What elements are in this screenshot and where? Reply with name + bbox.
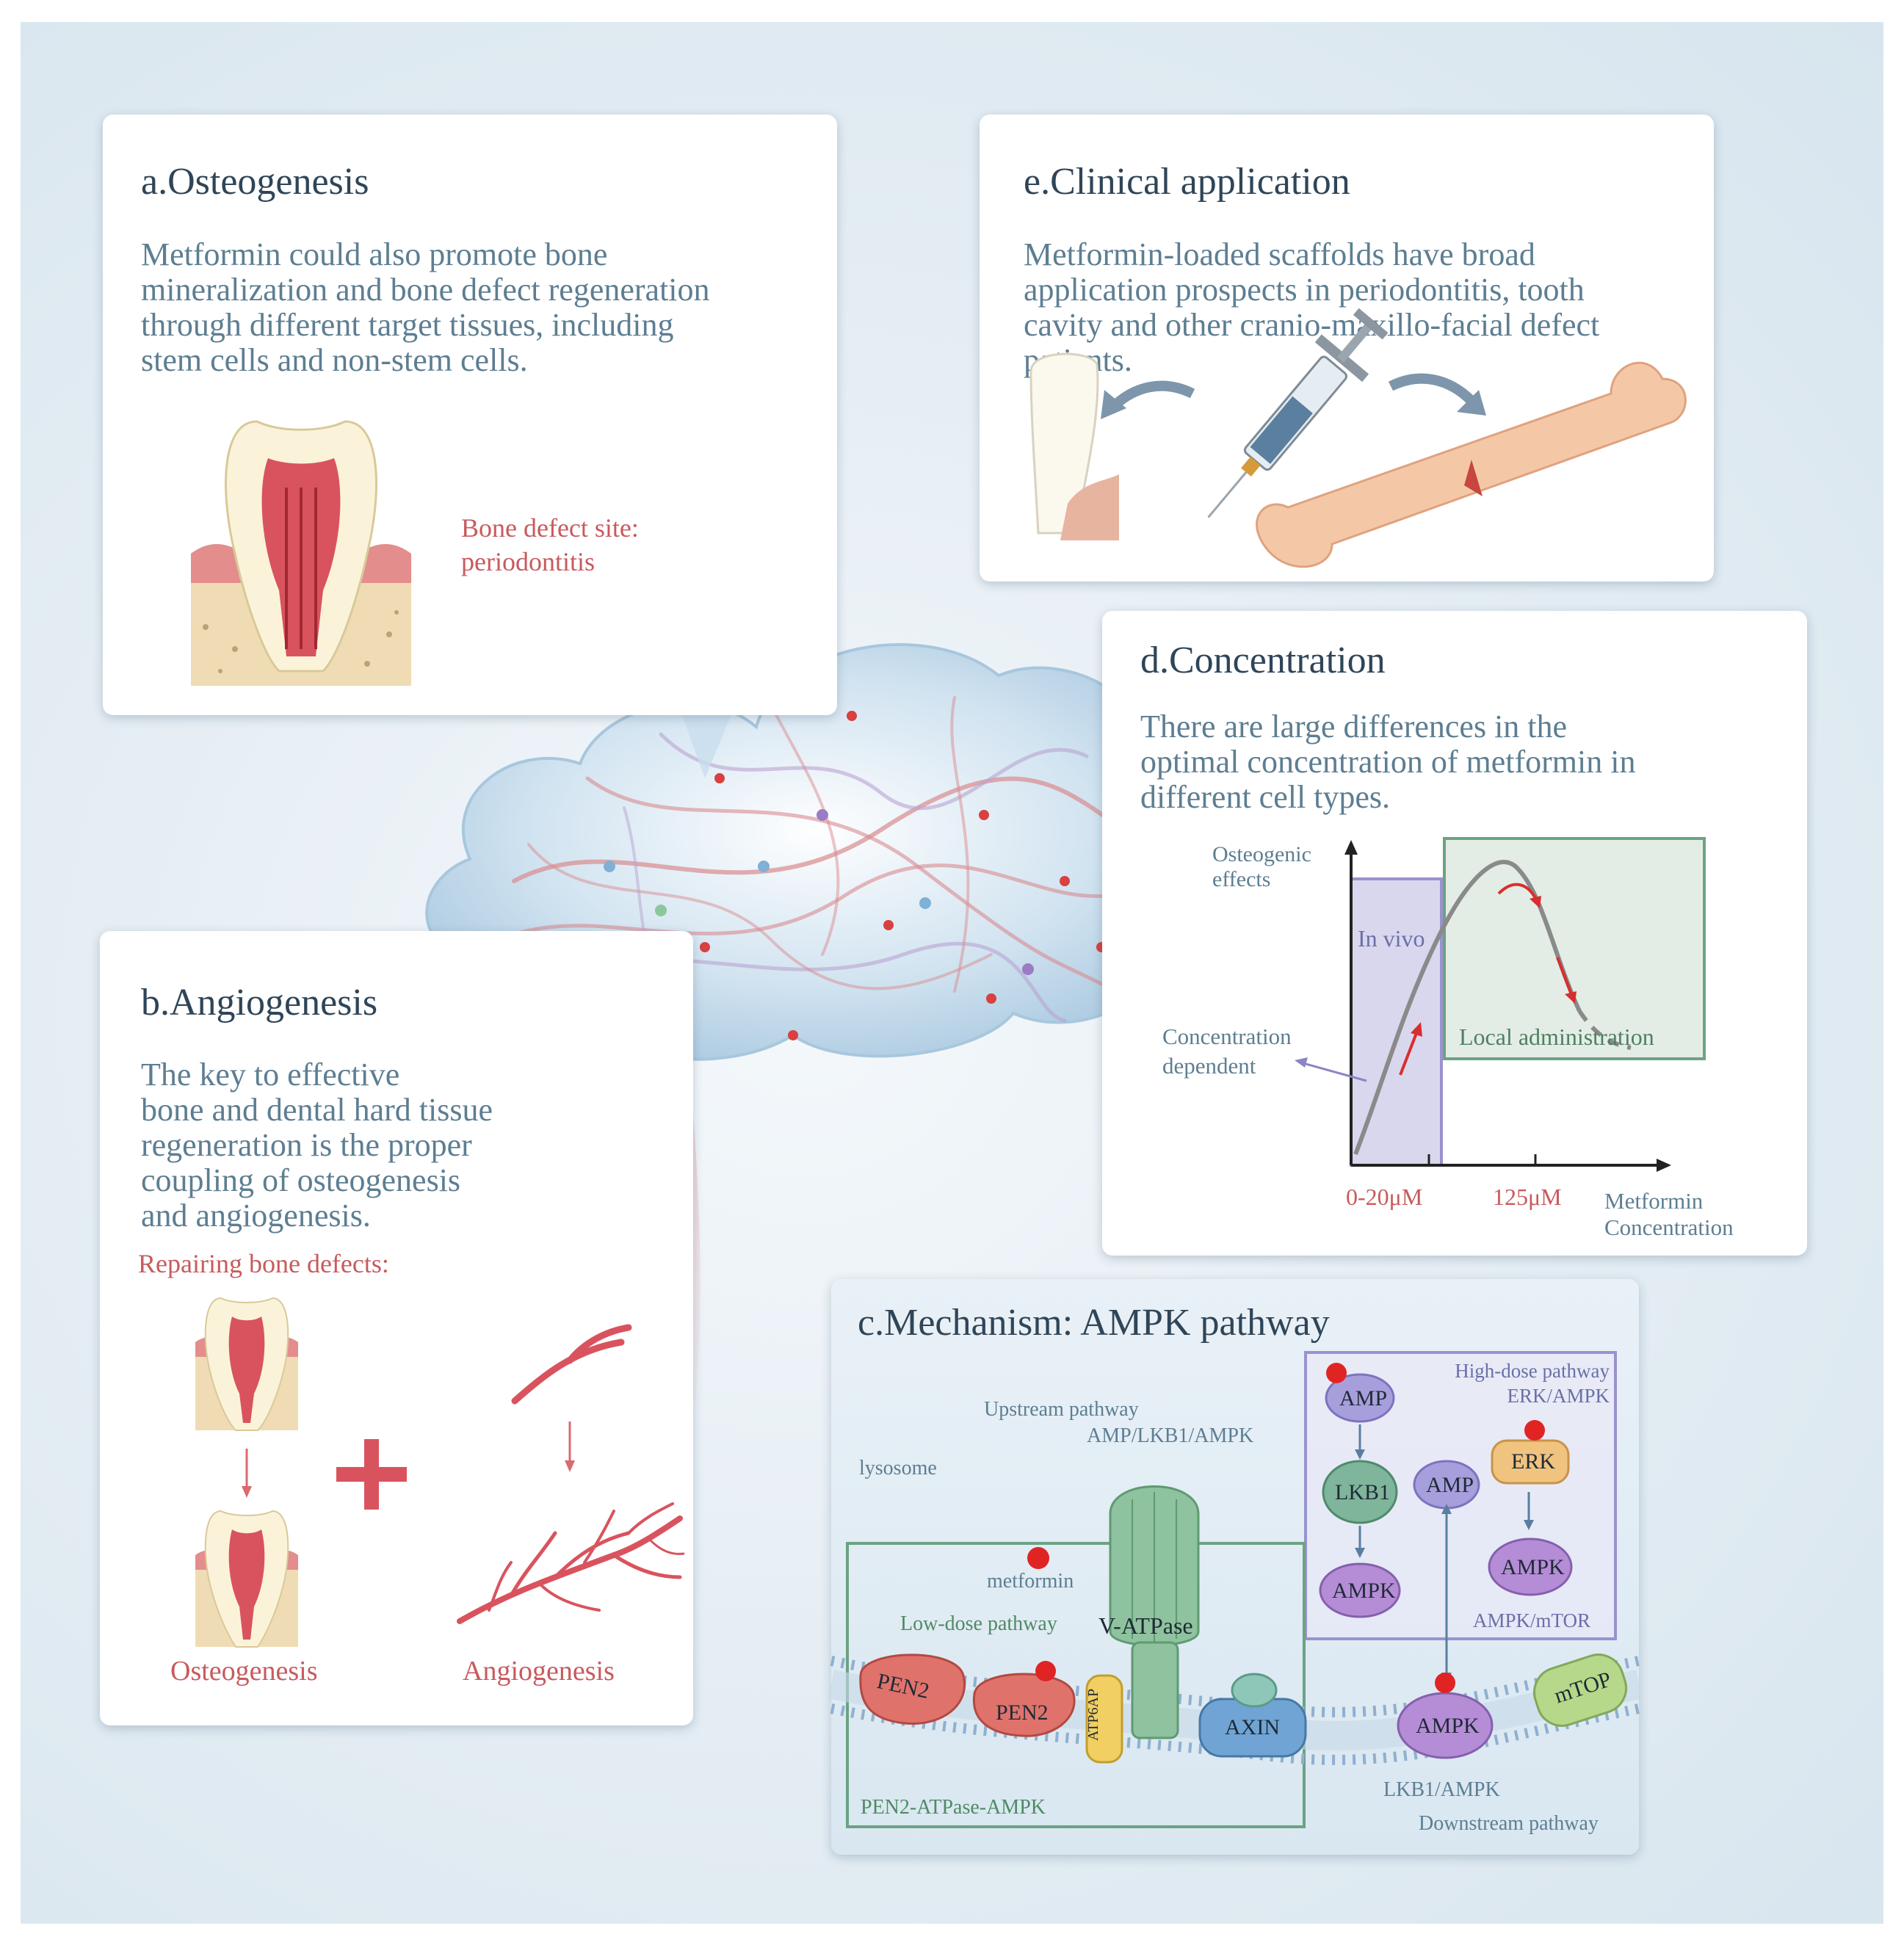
vessel-network-icon <box>457 1502 685 1624</box>
amp-label-2: AMP <box>1426 1473 1474 1497</box>
curve-decline-dashed <box>1577 1010 1632 1050</box>
x-axis-label: Metformin Concentration <box>1604 1188 1734 1240</box>
ampk-label-2: AMPK <box>1501 1555 1565 1579</box>
downstream-label: Downstream pathway <box>1419 1812 1599 1835</box>
lkb1-ampk-label: LKB1/AMPK <box>1383 1778 1500 1801</box>
panel-title: c.Mechanism: AMPK pathway <box>858 1302 1330 1344</box>
ampk-mtor-label: AMPK/mTOR <box>1473 1609 1591 1631</box>
syringe-icon <box>1207 308 1389 518</box>
tooth-illustration <box>191 420 411 686</box>
tooth-before-icon <box>195 1297 298 1431</box>
x-tick-0-20uM: 0-20μM <box>1346 1184 1423 1210</box>
plus-icon <box>336 1439 407 1510</box>
osteogenesis-label: Osteogenesis <box>170 1656 318 1687</box>
panel-title: d.Concentration <box>1140 640 1386 681</box>
panel-osteogenesis: a.Osteogenesis Metformin could also prom… <box>103 115 837 715</box>
pen2-protein-1 <box>859 1654 966 1725</box>
ampk-protein-2 <box>1488 1537 1573 1596</box>
metformin-label: metformin <box>987 1570 1074 1593</box>
ampk-membrane-label: AMPK <box>1416 1714 1480 1738</box>
bone-icon <box>1256 361 1687 568</box>
panel-title: e.Clinical application <box>1024 161 1350 203</box>
low-dose-label: Low-dose pathway <box>900 1612 1057 1635</box>
panel-clinical-application: e.Clinical application Metformin-loaded … <box>980 115 1714 582</box>
atp6ap-label: ATP6AP <box>1085 1688 1102 1742</box>
lkb1-protein <box>1322 1460 1398 1524</box>
decline-arrow-icon <box>1556 957 1574 997</box>
erk-label: ERK <box>1511 1449 1555 1474</box>
atp6ap-protein <box>1085 1674 1123 1764</box>
clinical-illustration <box>1029 308 1687 568</box>
y-axis-label: Osteogenic effects <box>1212 842 1311 891</box>
vessel-before-icon <box>511 1324 632 1405</box>
concentration-dependent-label: Concentration dependent <box>1162 1024 1292 1079</box>
tooth-after-icon <box>195 1510 298 1648</box>
in-vivo-region <box>1350 877 1443 1167</box>
panel-description: The key to effective bone and dental har… <box>141 1057 493 1234</box>
axin-label: AXIN <box>1225 1715 1280 1739</box>
ampk-pathway-diagram <box>828 1351 1642 1828</box>
repair-label: Repairing bone defects: <box>138 1249 389 1278</box>
panel-mechanism: c.Mechanism: AMPK pathway Upstream pathw… <box>828 1279 1642 1855</box>
panel-title: a.Osteogenesis <box>141 161 369 203</box>
tooth-icon <box>1029 352 1119 540</box>
ampk-label-1: AMPK <box>1332 1579 1396 1603</box>
coupling-illustration <box>195 1297 685 1648</box>
defect-site-label: Bone defect site: periodontitis <box>461 513 639 576</box>
concentration-chart <box>1295 837 1706 1172</box>
arrow-left-icon <box>1108 380 1195 413</box>
local-administration-region <box>1443 837 1706 1060</box>
rise-arrow-icon <box>1399 1029 1419 1076</box>
arrow-right-icon <box>1388 373 1475 405</box>
pen2-atpase-ampk-label: PEN2-ATPase-AMPK <box>861 1796 1046 1819</box>
panel-description: Metformin could also promote bone minera… <box>141 236 710 378</box>
mtop-protein <box>1533 1654 1627 1727</box>
lysosome-label: lysosome <box>859 1457 937 1479</box>
concentration-dependent-pointer <box>1300 1061 1367 1082</box>
peak-arrow-icon <box>1497 883 1538 902</box>
panel-concentration: d.Concentration There are large differen… <box>1102 611 1807 1256</box>
dose-response-curve <box>1353 860 1582 1156</box>
v-atpase-complex <box>1109 1485 1200 1739</box>
amp-protein-1 <box>1325 1373 1395 1423</box>
panel-title: b.Angiogenesis <box>141 982 378 1024</box>
amp-label-1: AMP <box>1339 1386 1388 1410</box>
v-atpase-label: V-ATPase <box>1098 1612 1193 1639</box>
in-vivo-label: In vivo <box>1358 925 1425 952</box>
upstream-label: Upstream pathway AMP/LKB1/AMPK <box>984 1398 1254 1447</box>
panel-description: There are large differences in the optim… <box>1140 709 1636 815</box>
x-tick-125uM: 125μM <box>1493 1184 1562 1210</box>
panel-description: Metformin-loaded scaffolds have broad ap… <box>1024 236 1600 378</box>
pen2-protein-2 <box>972 1673 1076 1737</box>
lkb1-label: LKB1 <box>1335 1480 1390 1504</box>
ampk-protein-1 <box>1319 1562 1401 1618</box>
scaffold-fibers <box>497 696 1148 1023</box>
panel-angiogenesis: b.Angiogenesis The key to effective bone… <box>100 931 693 1725</box>
high-dose-label: High-dose pathway ERK/AMPK <box>1455 1360 1610 1407</box>
pen2-label-2: PEN2 <box>996 1700 1049 1725</box>
local-administration-label: Local administration <box>1459 1024 1654 1050</box>
erk-protein <box>1491 1439 1570 1485</box>
angiogenesis-label: Angiogenesis <box>463 1656 615 1687</box>
